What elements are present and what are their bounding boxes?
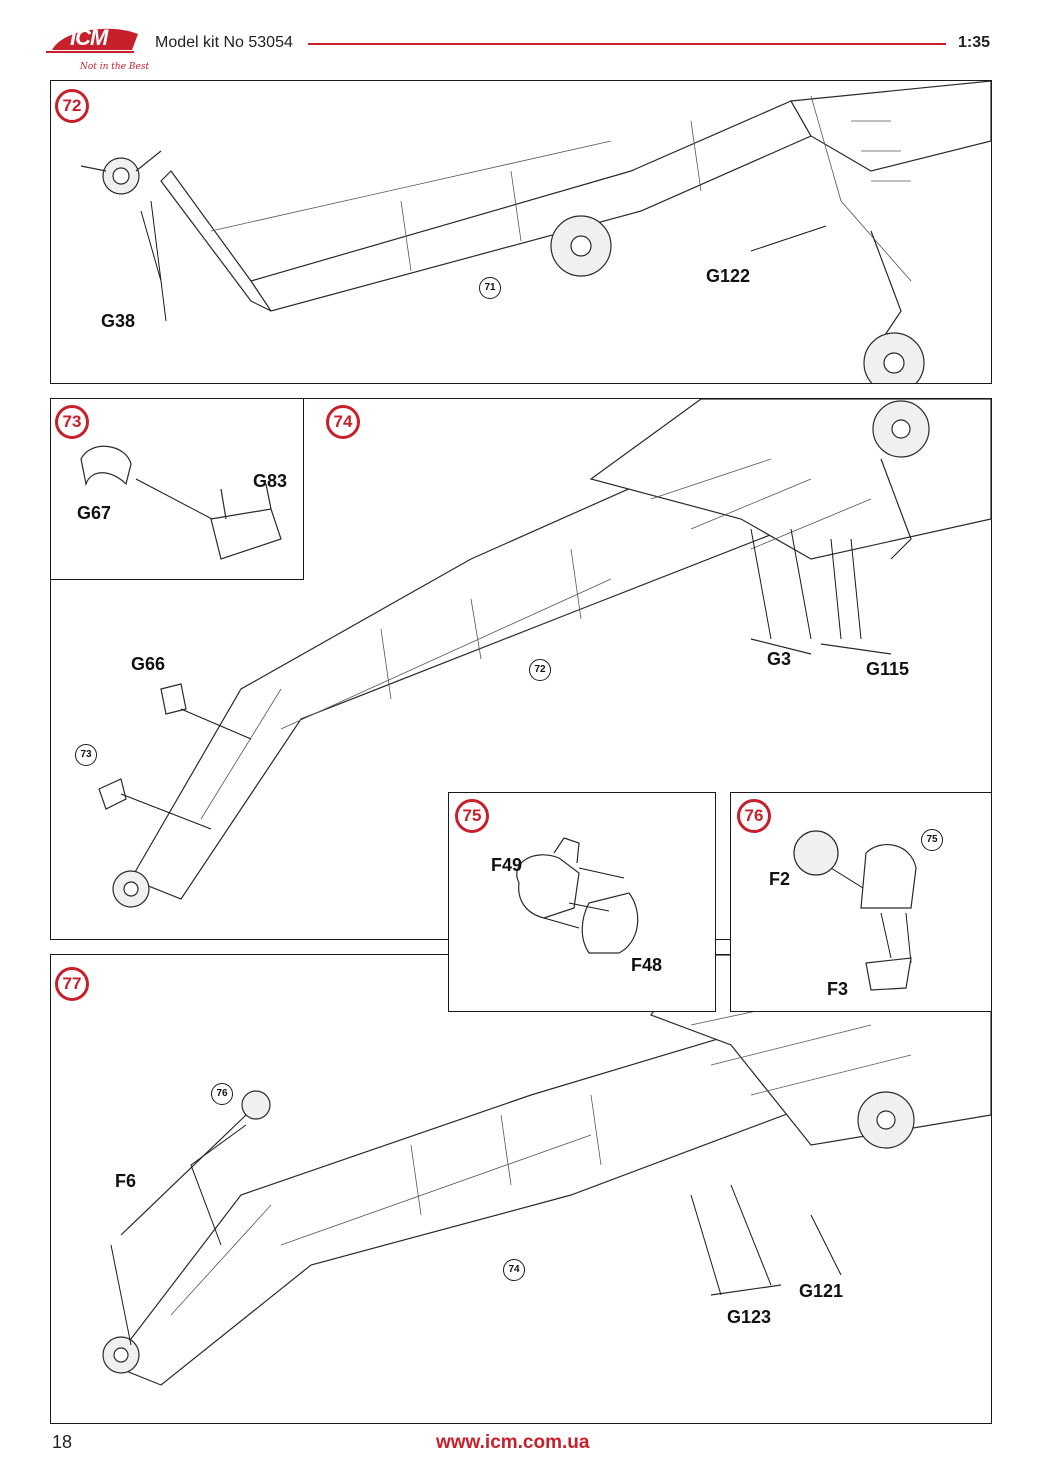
footer-url-link[interactable]: www.icm.com.ua <box>436 1432 590 1453</box>
step-74-badge: 74 <box>326 405 360 439</box>
step-73-panel: 73 G67 G83 <box>50 398 304 580</box>
header-rule <box>308 43 946 45</box>
step-77-badge: 77 <box>55 967 89 1001</box>
part-label-f6: F6 <box>115 1171 137 1191</box>
part-label-f3: F3 <box>827 979 849 999</box>
step-76-badge: 76 <box>737 799 771 833</box>
step-77-ref-74: 74 <box>503 1259 525 1281</box>
step-76-panel: 76 75 F2 F3 <box>730 792 992 1012</box>
step-75-panel: 75 F49 F48 <box>448 792 716 1012</box>
step-72-drawing <box>80 81 991 383</box>
step-77-ref-76: 76 <box>211 1083 233 1105</box>
step-74-ref-72: 72 <box>529 659 551 681</box>
model-kit-title: Model kit No 53054 <box>155 34 293 51</box>
part-label-g38: G38 <box>101 311 136 331</box>
step-77-drawing <box>102 955 991 1386</box>
page-number: 18 <box>52 1432 73 1452</box>
logo-tagline: Not in the Best <box>80 62 150 72</box>
step-73-badge: 73 <box>55 405 89 439</box>
step-76-drawing <box>793 830 917 991</box>
step-75-badge: 75 <box>455 799 489 833</box>
header: ICM Not in the Best Model kit No 53054 1… <box>0 0 1042 78</box>
step-76-ref-75: 75 <box>921 829 943 851</box>
part-label-g83: G83 <box>253 471 288 491</box>
icm-logo <box>46 28 138 53</box>
scale-label: 1:35 <box>958 34 991 51</box>
logo-text: ICM <box>70 25 108 50</box>
step-73-drawing <box>80 445 282 560</box>
step-74-ref-73: 73 <box>75 744 97 766</box>
part-label-g123: G123 <box>727 1307 772 1327</box>
part-label-g115: G115 <box>866 659 910 679</box>
step-72-ref-71: 71 <box>479 277 501 299</box>
part-label-g3: G3 <box>767 649 792 669</box>
step-75-drawing <box>516 837 639 954</box>
part-label-f2: F2 <box>769 869 791 889</box>
step-72-badge: 72 <box>55 89 89 123</box>
step-74-drawing <box>98 399 991 908</box>
part-label-g67: G67 <box>77 503 112 523</box>
step-72-panel: 72 71 G38 G122 <box>50 80 992 384</box>
step-77-panel: 77 74 76 F6 G121 G123 <box>50 954 992 1424</box>
part-label-g66: G66 <box>131 654 166 674</box>
part-label-f48: F48 <box>631 955 663 975</box>
part-label-g122: G122 <box>706 266 751 286</box>
part-label-g121: G121 <box>799 1281 844 1301</box>
part-label-f49: F49 <box>491 855 523 875</box>
